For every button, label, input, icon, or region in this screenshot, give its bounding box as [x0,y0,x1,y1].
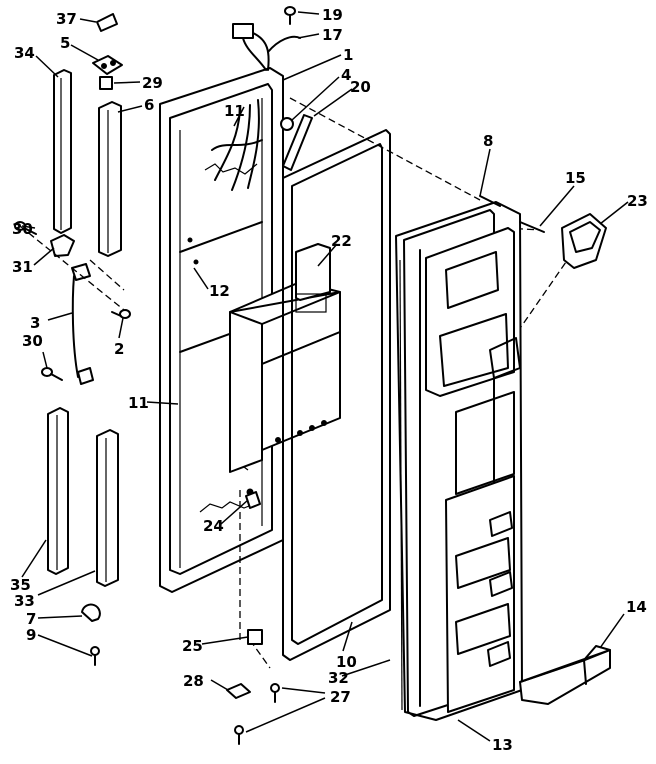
callout-3: 3 [30,314,40,332]
part-8-screw [479,195,501,207]
part-19-screw [284,6,296,25]
part-25-hinge-pin [247,629,263,645]
part-2-screw [111,309,131,319]
callout-labels: 37 5 34 29 6 30 31 3 2 30 11 35 33 7 9 1… [10,6,648,754]
part-5-bracket [92,55,123,75]
callout-1: 1 [343,46,353,64]
callout-12: 12 [209,282,230,300]
part-27-screw-right [270,683,280,703]
part-27-screw-left [234,725,244,745]
part-6-trim-cap [98,101,122,257]
callout-30-lower: 30 [22,332,43,350]
callout-31: 31 [12,258,33,276]
callout-28: 28 [183,672,204,690]
callout-29: 29 [142,74,163,92]
callout-9: 9 [26,626,36,644]
callout-37: 37 [56,10,77,28]
callout-5: 5 [60,34,70,52]
callout-33: 33 [14,592,35,610]
part-10-gasket [282,129,391,661]
part-29-insert [99,76,113,90]
part-22-dispenser-housing [229,243,341,473]
part-13-door-panel [395,201,523,721]
part-34-trim-strip [53,69,72,234]
part-35-trim-strip [47,407,69,575]
leader-lines [21,11,629,742]
callout-15: 15 [565,169,586,187]
callout-11-upper: 11 [224,102,245,120]
part-17-wire-tie [267,35,301,53]
wire-connector [232,23,270,71]
part-4-plug [280,117,294,131]
part-15-pin [519,221,545,233]
part-24-bracket [245,491,261,509]
callout-13: 13 [492,736,513,754]
part-7-clip [81,603,101,622]
callout-2: 2 [114,340,124,358]
callout-34: 34 [14,44,35,62]
part-33-trim-cap [96,429,119,587]
callout-22: 22 [331,232,352,250]
callout-27: 27 [330,688,351,706]
callout-11-lower: 11 [128,394,149,412]
callout-32: 32 [328,669,349,687]
callout-23: 23 [627,192,648,210]
part-30-screw-lower [41,367,63,381]
part-31-mount [50,234,75,257]
callout-4: 4 [341,66,351,84]
callout-17: 17 [322,26,343,44]
part-14-door-bin [519,645,611,705]
callout-24: 24 [203,517,224,535]
callout-6: 6 [144,96,154,114]
callout-25: 25 [182,637,203,655]
part-3-handle [71,263,94,385]
part-23-chute-cup [561,213,607,269]
callout-35: 35 [10,576,31,594]
part-37-clip [96,13,118,32]
callout-14: 14 [626,598,647,616]
callout-10: 10 [336,653,357,671]
callout-19: 19 [322,6,343,24]
part-20-tube [282,114,313,171]
callout-8: 8 [483,132,493,150]
part-28-hinge [226,683,251,699]
callout-30-upper: 30 [12,220,33,238]
callout-7: 7 [26,610,36,628]
callout-20: 20 [350,78,371,96]
part-9-screw [90,646,100,666]
